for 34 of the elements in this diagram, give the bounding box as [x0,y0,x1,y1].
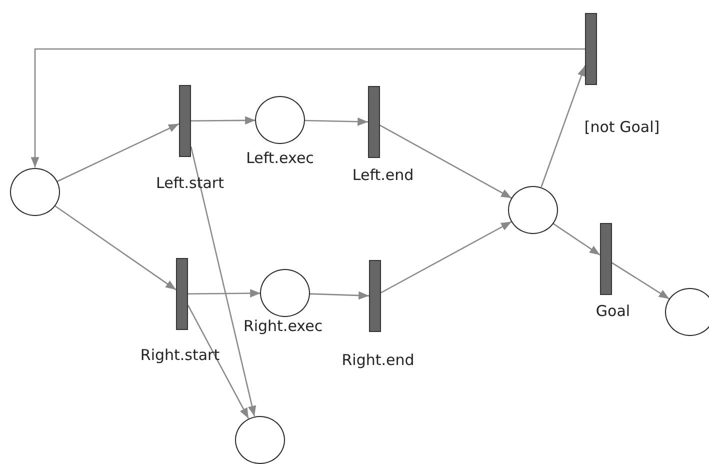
transition-bar [176,258,188,330]
transition-label: [not Goal] [584,118,660,136]
place-label: Left.exec [246,149,314,167]
place-circle [10,168,60,216]
arrow [54,205,176,290]
arrow [56,123,180,182]
transition-bar [585,13,597,85]
transition-label: Right.start [140,346,220,364]
place-circle [255,96,305,144]
place-circle [665,288,709,336]
arrow [188,289,260,298]
transition-label: Goal [596,302,630,320]
arrow [612,262,670,300]
transition-label: Left.start [156,174,224,192]
arrow [380,124,512,199]
place-circle [260,269,310,317]
arrow [190,146,256,416]
arrow [30,48,585,168]
arrow [187,304,250,419]
arrow [191,116,256,125]
transition-bar [369,260,381,332]
arrow [380,221,512,294]
transition-label: Right.end [342,351,414,369]
transition-bar [600,223,612,295]
arrow [552,223,600,256]
arrow [540,65,586,188]
place-label: Right.exec [243,317,323,335]
place-circle [508,186,558,234]
transition-label: Left.end [352,166,414,184]
place-circle [235,416,285,464]
transition-bar [179,85,191,157]
transition-bar [368,86,380,158]
arrow [304,118,368,126]
arrow [309,291,370,300]
